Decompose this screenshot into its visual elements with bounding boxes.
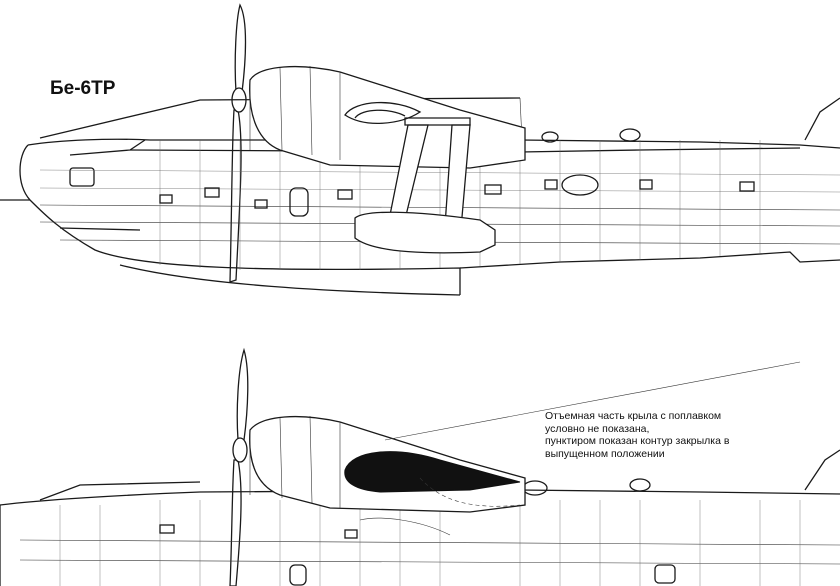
bottom-propeller — [229, 347, 249, 586]
bottom-engine-nacelle — [249, 415, 526, 536]
note-line-4: выпущенном положении — [545, 447, 665, 460]
top-windows — [159, 128, 755, 217]
top-engine-nacelle — [249, 65, 526, 169]
bottom-hull — [0, 449, 840, 586]
top-propeller — [229, 3, 247, 283]
bottom-aircraft-profile — [0, 347, 840, 586]
note-line-1: Отъемная часть крыла с поплавком — [545, 410, 722, 422]
note-line-2: условно не показана, — [545, 422, 650, 435]
aircraft-title: Бе-6ТР — [50, 78, 116, 99]
top-aircraft-profile — [0, 3, 840, 296]
top-panel-lines — [39, 140, 840, 270]
top-float-assembly — [354, 117, 496, 254]
note-leader-line — [384, 361, 801, 441]
drawing-note: Отъемная часть крыла с поплавком условно… — [545, 410, 775, 460]
note-line-3: пунктиром показан контур закрылка в — [545, 435, 730, 447]
